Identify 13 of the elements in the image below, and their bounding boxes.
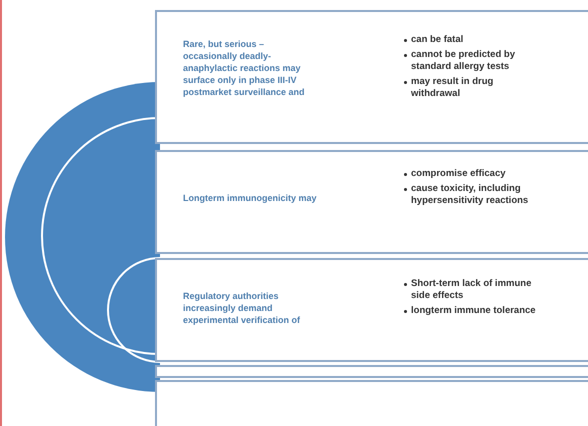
bullet-item: compromise efficacy <box>403 168 538 180</box>
row-heading: Rare, but serious – occasionally deadly- anaphylactic reactions may surface only in phase III-IV postmarket surveillance and <box>183 38 306 98</box>
bullet-item: may result in drug withdrawal <box>403 76 538 100</box>
row-panel <box>155 10 588 144</box>
row-panel <box>155 258 588 362</box>
row-heading: Regulatory authorities increasingly demand experimental verification of <box>183 290 302 326</box>
bullet-item: longterm immune tolerance <box>403 305 538 317</box>
empty-band <box>155 380 588 426</box>
row-panel <box>155 150 588 254</box>
bullet-item: can be fatal <box>403 34 538 46</box>
bullet-item: cause toxicity, including hypersensitivity reactions <box>403 183 538 207</box>
empty-band <box>155 365 588 378</box>
row-heading: Longterm immunogenicity may <box>183 192 318 204</box>
